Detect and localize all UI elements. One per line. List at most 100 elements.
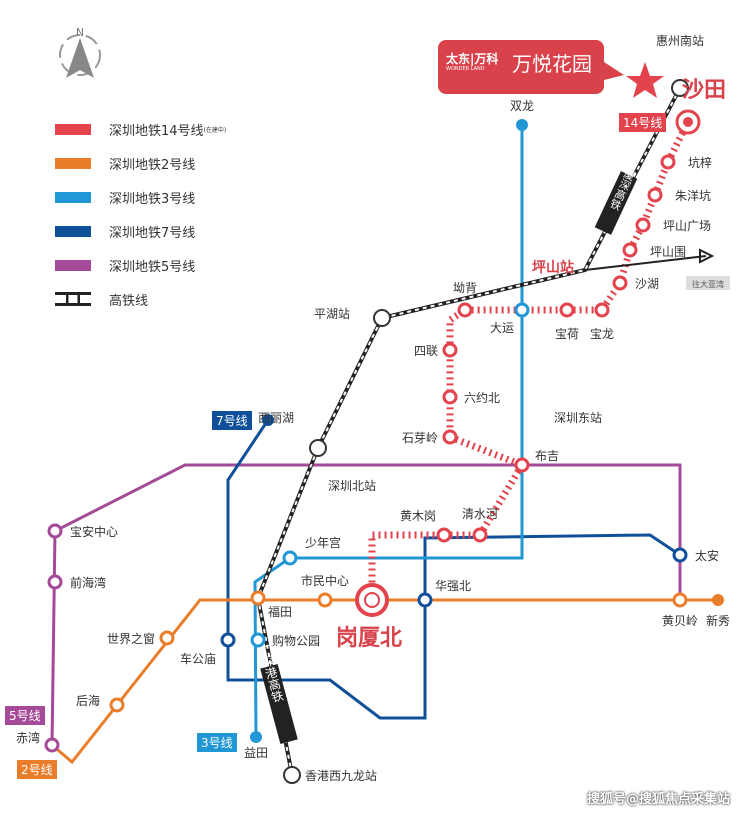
station-label: 坑梓: [688, 155, 712, 170]
station-marker[interactable]: [672, 547, 688, 563]
line-2: [51, 598, 718, 765]
shatian-label: 沙田: [682, 78, 726, 103]
station-marker[interactable]: [635, 217, 651, 233]
station-label: 朱洋坑: [675, 188, 711, 203]
station-label: 宝龙: [590, 327, 614, 341]
station-marker[interactable]: [250, 731, 262, 743]
dayawan-label: 往大亚湾: [692, 279, 724, 289]
gangxiabei-label: 岗厦北: [336, 626, 402, 651]
legend-swatch: [55, 191, 91, 203]
station-label: 清水河: [462, 507, 498, 521]
station-label: 前海湾: [70, 575, 106, 590]
watermark: 搜狐号@搜狐焦点采集站: [586, 792, 730, 807]
station-marker[interactable]: [262, 414, 274, 426]
logo-project: 万悦花园: [512, 52, 592, 76]
pingshan-label: 坪山站: [532, 259, 574, 276]
station-marker[interactable]: [47, 574, 63, 590]
station-marker[interactable]: [647, 187, 663, 203]
legend-swatch: [55, 259, 91, 271]
station-label: 新秀: [706, 613, 730, 628]
line-7-tag: 7号线: [212, 411, 252, 430]
station-marker[interactable]: [159, 630, 175, 646]
xiashen-hsr-tag: 厦深高铁: [594, 166, 638, 235]
station-label: 六约北: [464, 390, 500, 405]
station-label: 深圳北站: [328, 479, 376, 493]
legend-label: 深圳地铁3号线: [109, 191, 196, 207]
hsr-lines: [255, 87, 715, 776]
station-label: 香港西九龙站: [305, 769, 377, 783]
station-label: 黄木岗: [400, 509, 436, 523]
station-marker[interactable]: [472, 527, 488, 543]
station-marker[interactable]: [250, 590, 266, 606]
svg-text:广深港高铁: 广深港高铁: [256, 642, 285, 704]
station-marker[interactable]: [671, 79, 689, 97]
station-marker[interactable]: [712, 594, 724, 606]
station-label: 坪山围: [650, 245, 686, 259]
legend-item: 高铁线: [55, 282, 226, 316]
station-marker[interactable]: [109, 697, 125, 713]
legend-swatch: [55, 157, 91, 169]
station-marker[interactable]: [514, 302, 530, 318]
station-marker[interactable]: [282, 550, 298, 566]
station-marker[interactable]: [514, 457, 530, 473]
station-label: 市民中心: [301, 573, 349, 588]
station-marker[interactable]: [612, 275, 628, 291]
station-marker[interactable]: [594, 302, 610, 318]
line-7: [226, 419, 681, 720]
station-marker[interactable]: [516, 119, 528, 131]
station-marker[interactable]: [373, 309, 391, 327]
station-label: 西丽湖: [258, 410, 294, 425]
station-label: 世界之窗: [107, 632, 155, 646]
station-label: 华强北: [435, 579, 471, 593]
station-marker[interactable]: [660, 154, 676, 170]
station-label: 双龙: [510, 99, 534, 113]
station-label: 黄贝岭: [662, 614, 698, 628]
station-marker[interactable]: [317, 592, 333, 608]
legend-item: 深圳地铁3号线: [55, 180, 226, 214]
station-marker[interactable]: [250, 632, 266, 648]
station-marker[interactable]: [442, 389, 458, 405]
station-marker[interactable]: [442, 429, 458, 445]
legend-label: 深圳地铁2号线: [109, 157, 196, 173]
line-2-tag: 2号线: [17, 760, 57, 779]
station-label: 布吉: [535, 449, 559, 463]
station-marker[interactable]: [220, 632, 236, 648]
line-14-tag: 14号线: [619, 113, 667, 132]
station-label: 深圳东站: [554, 411, 602, 425]
station-label: 平湖站: [314, 306, 350, 321]
station-marker[interactable]: [44, 737, 60, 753]
station-label: 福田: [268, 604, 292, 619]
station-label: 宝安中心: [70, 524, 118, 539]
station-label: 四联: [414, 344, 438, 358]
station-label: 惠州南站: [656, 33, 704, 48]
legend-swatch: [55, 292, 91, 306]
station-marker[interactable]: [442, 342, 458, 358]
station-marker[interactable]: [417, 592, 433, 608]
station-label: 坪山广场: [663, 219, 711, 233]
station-marker[interactable]: [309, 439, 327, 457]
legend-item: 深圳地铁14号线(在建中): [55, 112, 226, 146]
station-marker[interactable]: [47, 523, 63, 539]
line-14: [368, 120, 692, 600]
legend-label: 深圳地铁5号线: [109, 259, 196, 275]
legend-item: 深圳地铁2号线: [55, 146, 226, 180]
legend-item: 深圳地铁5号线: [55, 248, 226, 282]
legend-swatch: [55, 123, 91, 135]
station-label: 购物公园: [272, 633, 320, 648]
station-label: 益田: [244, 746, 268, 760]
project-logo: 太东|万科 WONDER LAND 万悦花园: [438, 40, 604, 94]
station-label: 大运: [490, 321, 514, 335]
guangshengang-hsr-tag: 广深港高铁: [256, 642, 298, 745]
station-marker[interactable]: [457, 302, 473, 318]
station-marker[interactable]: [622, 242, 638, 258]
legend: 深圳地铁14号线(在建中)深圳地铁2号线深圳地铁3号线深圳地铁7号线深圳地铁5号…: [55, 112, 226, 316]
station-marker[interactable]: [559, 302, 575, 318]
station-marker[interactable]: [283, 766, 301, 784]
station-label: 沙湖: [635, 276, 659, 291]
station-marker[interactable]: [436, 527, 452, 543]
arrow-right-icon: [699, 248, 715, 264]
line-5: [50, 463, 682, 746]
station-marker[interactable]: [672, 592, 688, 608]
station-label: 少年宫: [305, 535, 341, 550]
